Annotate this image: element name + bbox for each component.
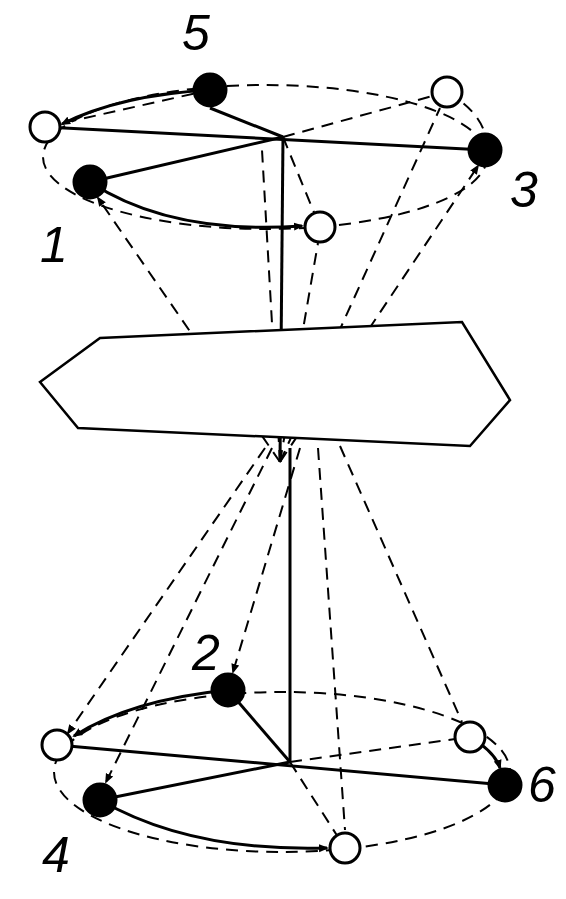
callout-number: 1 [40,220,68,270]
callout-number: 4 [42,830,70,880]
callout-number: 6 [528,760,556,810]
callout-number: 2 [192,628,220,678]
callout-number: 5 [182,8,210,58]
callout-number: 3 [510,165,538,215]
